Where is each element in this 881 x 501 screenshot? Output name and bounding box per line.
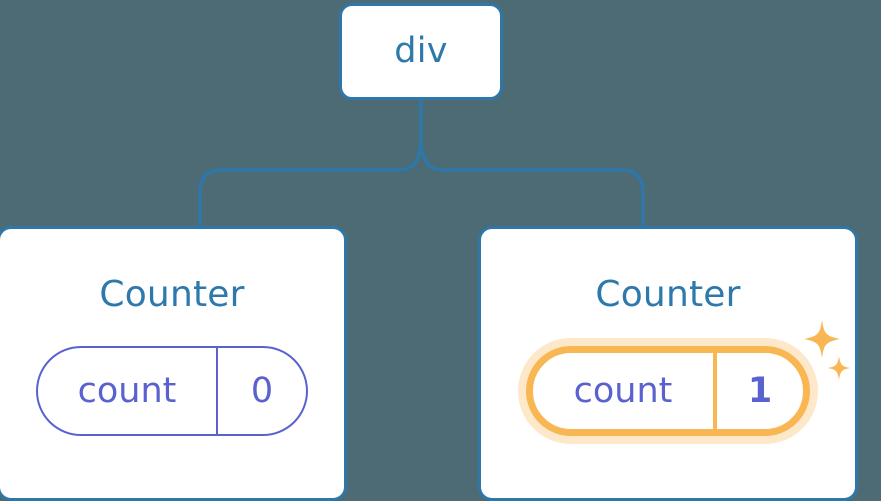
state-key-label: count [573,370,673,411]
root-node-label: div [394,31,448,71]
state-key-label: count [77,370,177,411]
node-title: Counter [595,274,741,315]
state-key-cell: count [38,348,216,434]
state-value-cell: 0 [216,348,306,434]
node-counter-right[interactable]: Counter count 1 [478,226,858,501]
node-counter-left[interactable]: Counter count 0 [0,226,347,501]
sparkle-icon [804,320,840,358]
state-pill[interactable]: count 0 [36,346,308,436]
state-value-label: 1 [747,370,773,411]
sparkle-icon [828,356,850,380]
connector-to-right-child [419,136,645,228]
state-value-cell: 1 [713,353,803,429]
node-title: Counter [99,274,245,315]
node-root-div[interactable]: div [339,3,503,100]
connector-to-left-child [198,136,423,228]
state-value-label: 0 [250,370,274,411]
state-pill-wrapper: count 1 [526,320,850,436]
state-pill-highlighted[interactable]: count 1 [526,346,810,436]
state-key-cell: count [533,353,713,429]
state-pill-wrapper: count 0 [36,346,308,436]
